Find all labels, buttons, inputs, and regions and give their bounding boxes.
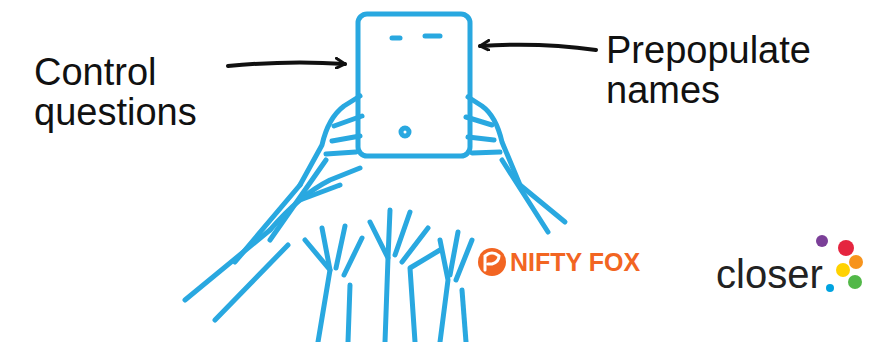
- callout-label: Control questions: [34, 52, 234, 132]
- callout-label: Prepopulate names: [606, 30, 868, 110]
- closer-dots: [816, 235, 863, 292]
- leader-arrow: [228, 62, 345, 66]
- fox-icon: [478, 248, 506, 276]
- phone: [358, 14, 470, 156]
- hands-and-phone: [185, 14, 565, 342]
- logo-text: NIFTY FOX: [510, 247, 640, 277]
- leader-arrow: [480, 45, 596, 50]
- logo-text: closer: [716, 252, 823, 296]
